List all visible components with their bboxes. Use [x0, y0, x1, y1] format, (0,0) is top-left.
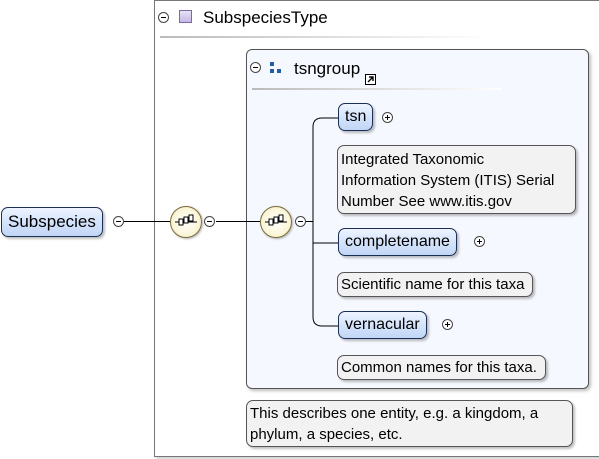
sequence-compositor-icon[interactable] [170, 206, 202, 238]
collapse-root-toggle[interactable] [113, 216, 124, 227]
group-title-divider [252, 88, 502, 90]
element-tsn[interactable]: tsn [338, 103, 374, 131]
title-divider [160, 36, 490, 38]
completename-documentation: Scientific name for this taxa [337, 272, 533, 297]
group-sequence-compositor-icon[interactable] [260, 206, 292, 238]
element-vernacular[interactable]: vernacular [338, 311, 427, 339]
collapse-type-toggle[interactable] [158, 12, 169, 23]
complex-type-title: SubspeciesType [203, 8, 328, 27]
group-icon [270, 62, 281, 73]
collapse-group-sequence-toggle[interactable] [295, 216, 306, 227]
group-title: tsngroup [294, 59, 361, 78]
collapse-group-toggle[interactable] [250, 62, 261, 73]
vernacular-documentation: Common names for this taxa. [337, 355, 546, 380]
connector-seq-branch [305, 221, 313, 222]
branch-connector [312, 117, 339, 327]
connector-seq-seq [216, 221, 260, 222]
type-documentation: This describes one entity, e.g. a kingdo… [246, 400, 573, 447]
collapse-sequence-toggle[interactable] [204, 216, 215, 227]
root-element-subspecies[interactable]: Subspecies [1, 207, 103, 237]
tsn-documentation: Integrated Taxonomic Information System … [337, 145, 576, 214]
expand-vernacular-toggle[interactable] [442, 319, 453, 330]
complex-type-box [154, 0, 599, 457]
expand-completename-toggle[interactable] [474, 236, 485, 247]
group-reference-arrow-icon[interactable] [365, 74, 376, 85]
element-completename[interactable]: completename [338, 228, 457, 256]
connector-root-seq [124, 221, 170, 222]
expand-tsn-toggle[interactable] [382, 112, 393, 123]
complex-type-icon [179, 10, 192, 23]
